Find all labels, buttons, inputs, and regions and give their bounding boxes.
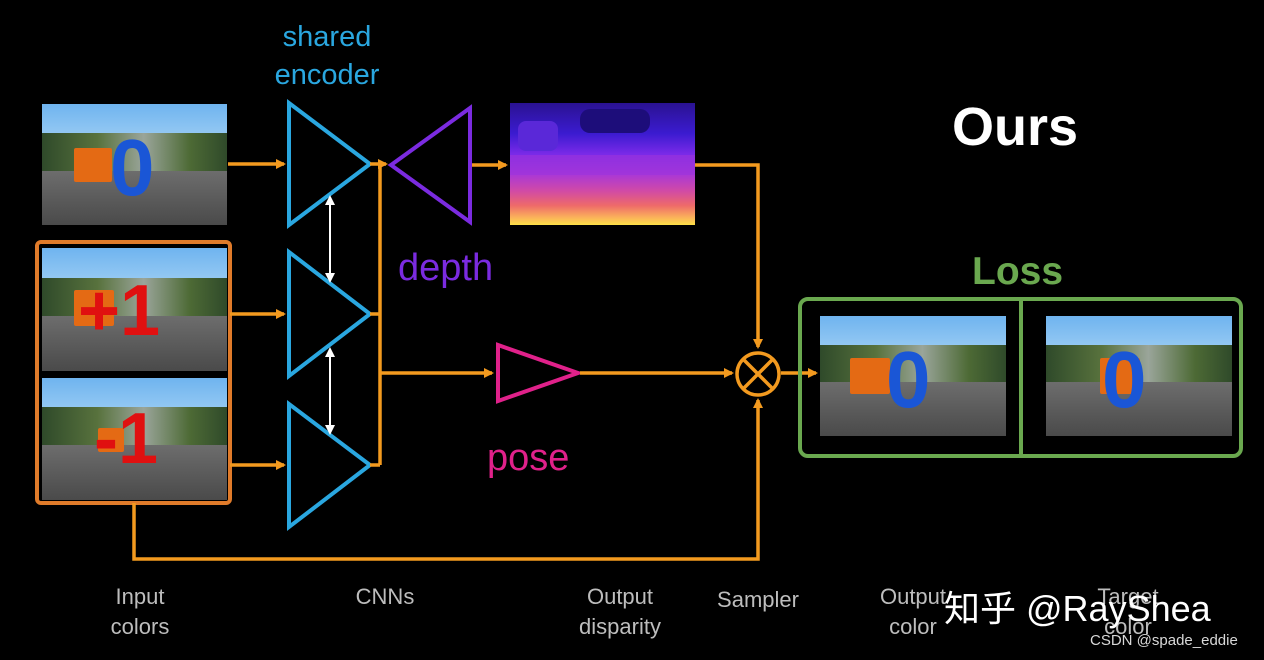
frame-digit-top: 0	[110, 123, 155, 212]
encoder-top	[287, 98, 374, 230]
csdn-watermark: CSDN @spade_eddie	[1090, 632, 1238, 649]
input-frame-top: 0	[42, 104, 227, 225]
pose-label: pose	[487, 437, 570, 479]
output-disparity-label: Output disparity	[579, 584, 661, 639]
input-frame-bottom: -1	[42, 378, 227, 500]
frame-digit-target: 0	[1102, 335, 1147, 424]
sampler-label: Sampler	[717, 587, 799, 612]
target-color-frame: 0	[1046, 316, 1232, 436]
zhihu-watermark: 知乎 @RayShea	[944, 588, 1211, 629]
input-frames-box	[35, 240, 232, 505]
encoder-middle	[287, 247, 374, 381]
pose-network	[496, 342, 585, 404]
cnns-label: CNNs	[355, 584, 415, 609]
loss-label: Loss	[972, 250, 1064, 293]
input-frame-middle: +1	[42, 248, 227, 371]
frame-digit-output: 0	[886, 335, 931, 424]
depth-decoder	[387, 104, 472, 226]
ours-title: Ours	[952, 97, 1079, 157]
output-color-label: Output color	[879, 584, 947, 639]
target-color-label: Target color	[1097, 584, 1159, 639]
frame-digit-bottom: -1	[94, 399, 159, 479]
depth-label: depth	[398, 247, 494, 289]
depth-map-output	[510, 103, 695, 225]
shared-encoder-label: shared encoder	[274, 21, 380, 91]
frame-digit-middle: +1	[78, 271, 161, 351]
output-color-frame: 0	[820, 316, 1006, 436]
input-colors-label: Input colors	[110, 584, 170, 639]
sampler-node	[735, 351, 781, 397]
